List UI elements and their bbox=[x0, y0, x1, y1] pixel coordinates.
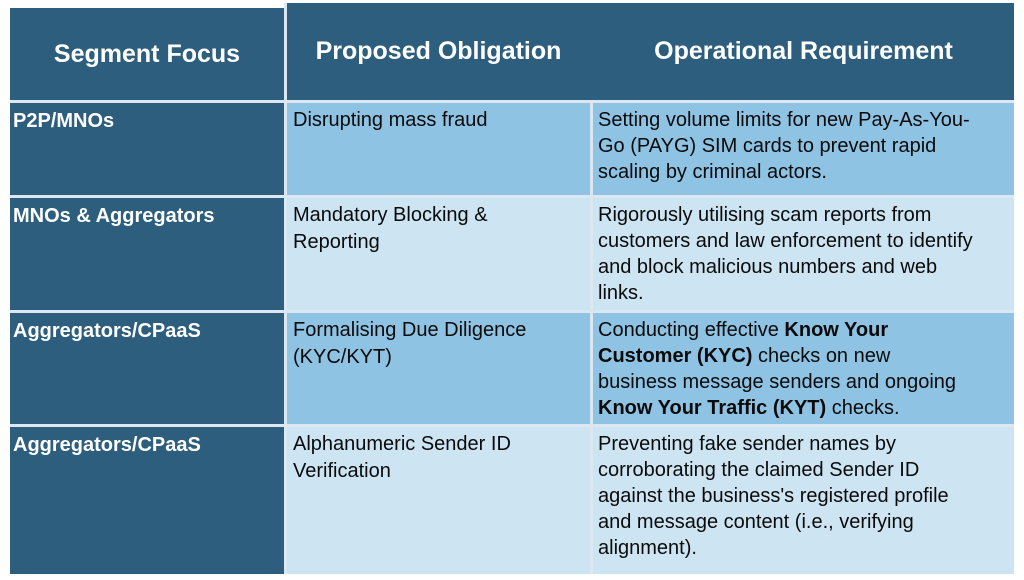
cell-segment-row1: P2P/MNOs bbox=[10, 103, 284, 195]
obligations-table: Segment Focus Proposed Obligation Operat… bbox=[10, 3, 1014, 574]
header-right-group: Proposed Obligation Operational Requirem… bbox=[287, 3, 1014, 100]
cell-segment-row4: Aggregators/CPaaS bbox=[10, 427, 284, 574]
cell-obligation-row2: Mandatory Blocking & Reporting bbox=[287, 198, 590, 310]
cell-requirement-row3: Conducting effective Know Your Customer … bbox=[593, 313, 1014, 424]
cell-obligation-row1: Disrupting mass fraud bbox=[287, 103, 590, 195]
header-operational-requirement: Operational Requirement bbox=[654, 37, 953, 65]
cell-requirement-row4: Preventing fake sender names by corrobor… bbox=[593, 427, 1014, 574]
cell-segment-row3: Aggregators/CPaaS bbox=[10, 313, 284, 424]
cell-requirement-row1: Setting volume limits for new Pay-As-You… bbox=[593, 103, 1014, 195]
cell-obligation-row3: Formalising Due Diligence (KYC/KYT) bbox=[287, 313, 590, 424]
cell-requirement-row2: Rigorously utilising scam reports from c… bbox=[593, 198, 1014, 310]
header-segment-focus: Segment Focus bbox=[10, 3, 284, 100]
header-proposed-obligation: Proposed Obligation bbox=[315, 37, 562, 65]
cell-obligation-row4: Alphanumeric Sender ID Verification bbox=[287, 427, 590, 574]
cell-segment-row2: MNOs & Aggregators bbox=[10, 198, 284, 310]
